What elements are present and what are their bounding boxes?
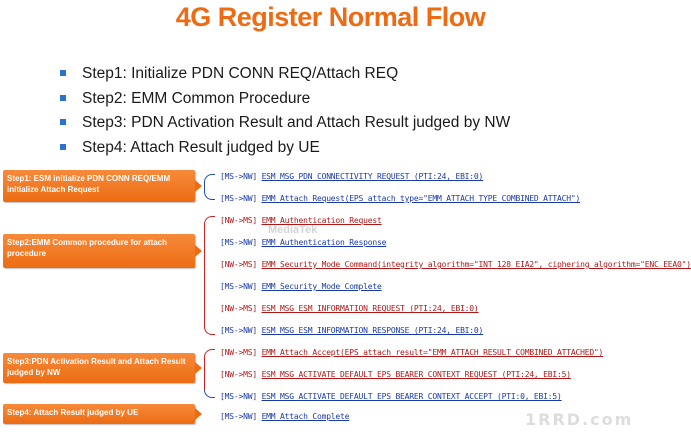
message-line: [NW->MS] EMM_Security_Mode_Command(integ…	[220, 260, 691, 269]
arrow-right-icon	[195, 180, 202, 192]
mediatek-watermark: MediaTek	[268, 224, 318, 236]
message-text: ESM_MSG_ACTIVATE_DEFAULT_EPS_BEARER_CONT…	[261, 392, 562, 401]
message-text: EMM_Authentication_Response	[261, 238, 387, 247]
message-line: [NW->MS] EMM_Authentication_Request	[220, 216, 382, 225]
message-line: [NW->MS] ESM_MSG_ACTIVATE_DEFAULT_EPS_BE…	[220, 370, 571, 379]
step3-box: Step3:PDN Activation Result and Attach R…	[3, 353, 195, 383]
message-direction: [NW->MS]	[220, 216, 257, 225]
bracket-bottom	[204, 326, 215, 335]
arrow-right-icon	[195, 245, 202, 257]
arrow-right-icon	[195, 408, 202, 420]
bracket-top	[204, 174, 215, 183]
message-line: [MS->NW] EMM_Security_Mode_Complete	[220, 282, 382, 291]
site-watermark: 1RRD.com	[525, 410, 634, 429]
bracket-line	[204, 357, 205, 389]
bracket-top	[204, 349, 215, 358]
step-text: Step4: Attach Result judged by UE	[82, 138, 320, 156]
step-item: Step2: EMM Common Procedure	[58, 87, 510, 112]
square-bullet-icon	[60, 94, 66, 101]
message-text: EMM_Security_Mode_Complete	[261, 282, 382, 291]
step2-box: Step2:EMM Common procedure for attach pr…	[3, 234, 195, 268]
message-direction: [NW->MS]	[220, 260, 257, 269]
bracket-line	[204, 224, 205, 326]
message-line: [MS->NW] EMM_Authentication_Response	[220, 238, 386, 247]
message-line: [MS->NW] EMM_Attach_Request(EPS attach t…	[220, 194, 580, 203]
bracket-bottom	[204, 389, 215, 398]
message-direction: [NW->MS]	[220, 348, 257, 357]
message-direction: [MS->NW]	[220, 392, 257, 401]
square-bullet-icon	[60, 119, 66, 125]
page-title: 4G Register Normal Flow	[175, 2, 486, 32]
message-text: ESM_MSG_PDN_CONNECTIVITY_REQUEST (PTI:24…	[261, 172, 484, 181]
message-line: [MS->NW] EMM_Attach_Complete	[220, 412, 349, 421]
message-direction: [MS->NW]	[220, 282, 257, 291]
message-text: ESM_MSG_ACTIVATE_DEFAULT_EPS_BEARER_CONT…	[261, 370, 572, 379]
bracket-line	[204, 182, 205, 191]
step-item: Step3: PDN Activation Result and Attach …	[58, 111, 510, 136]
message-line: [NW->MS] ESM_MSG_ESM_INFORMATION_REQUEST…	[220, 304, 479, 313]
message-direction: [MS->NW]	[220, 326, 257, 335]
message-direction: [NW->MS]	[220, 304, 257, 313]
arrow-right-icon	[195, 362, 202, 374]
message-text: ESM_MSG_ESM_INFORMATION_RESPONSE (PTI:24…	[261, 326, 484, 335]
step-text: Step3: PDN Activation Result and Attach …	[82, 114, 511, 131]
message-line: [MS->NW] ESM_MSG_ACTIVATE_DEFAULT_EPS_BE…	[220, 392, 562, 401]
message-text: EMM_Authentication_Request	[261, 216, 382, 225]
message-line: [MS->NW] ESM_MSG_ESM_INFORMATION_RESPONS…	[220, 326, 483, 335]
step-item: Step1: Initialize PDN CONN REQ/Attach RE…	[58, 62, 510, 87]
message-text: ESM_MSG_ESM_INFORMATION_REQUEST (PTI:24,…	[261, 304, 479, 313]
message-text: EMM_Security_Mode_Command(integrity algo…	[261, 260, 691, 269]
message-direction: [NW->MS]	[220, 370, 257, 379]
step1-box: Step1: ESM initialize PDN CONN REQ/EMM i…	[3, 170, 195, 202]
message-line: [NW->MS] EMM_Attach_Accept(EPS attach re…	[220, 348, 603, 357]
message-text: EMM_Attach_Accept(EPS attach result="EMM…	[261, 348, 604, 357]
step-text: Step1: Initialize PDN CONN REQ/Attach RE…	[82, 65, 399, 82]
message-text: EMM_Attach_Request(EPS attach type="EMM_…	[261, 194, 581, 203]
message-direction: [MS->NW]	[220, 194, 257, 203]
square-bullet-icon	[60, 143, 66, 150]
steps-list: Step1: Initialize PDN CONN REQ/Attach RE…	[58, 62, 510, 160]
step-item: Step4: Attach Result judged by UE	[58, 136, 510, 161]
message-direction: [MS->NW]	[220, 238, 257, 247]
bracket-bottom	[204, 191, 215, 200]
message-direction: [MS->NW]	[220, 412, 257, 421]
message-text: EMM_Attach_Complete	[261, 412, 350, 421]
message-direction: [MS->NW]	[220, 172, 257, 181]
step4-box: Step4: Attach Result judged by UE	[3, 404, 195, 424]
step-text: Step2: EMM Common Procedure	[82, 89, 311, 107]
message-line: [MS->NW] ESM_MSG_PDN_CONNECTIVITY_REQUES…	[220, 172, 483, 181]
bracket-top	[204, 216, 215, 225]
square-bullet-icon	[60, 70, 66, 76]
